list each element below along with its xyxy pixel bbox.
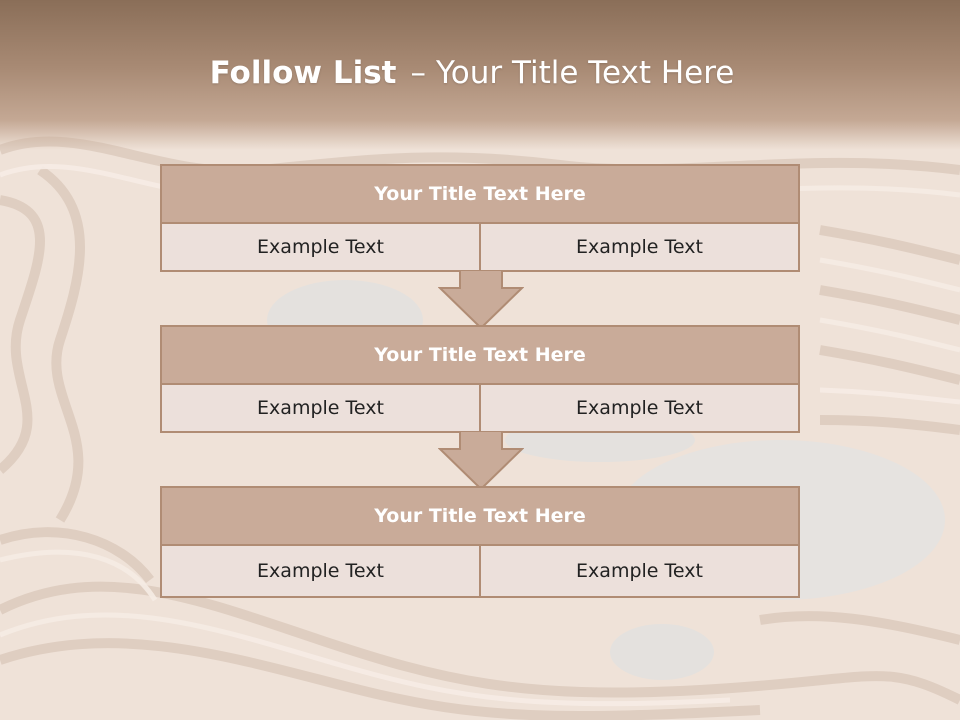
- slide-title: Follow List–Your Title Text Here: [0, 55, 944, 91]
- list-block-3: Your Title Text Here Example Text Exampl…: [160, 486, 800, 598]
- stone-small: [610, 624, 714, 680]
- list-block-2: Your Title Text Here Example Text Exampl…: [160, 325, 800, 433]
- list-block-title[interactable]: Your Title Text Here: [162, 327, 798, 385]
- list-block-right-cell[interactable]: Example Text: [479, 224, 798, 270]
- slide-title-bold: Follow List: [209, 55, 397, 91]
- list-block-right-cell[interactable]: Example Text: [479, 546, 798, 596]
- slide-title-separator: –: [410, 55, 426, 91]
- list-block-title[interactable]: Your Title Text Here: [162, 166, 798, 224]
- list-block-right-cell[interactable]: Example Text: [479, 385, 798, 431]
- down-arrow-icon: [438, 431, 524, 491]
- slide-title-rest: Your Title Text Here: [435, 55, 735, 91]
- down-arrow-icon: [438, 270, 524, 330]
- header-band: [0, 0, 960, 150]
- list-block-title[interactable]: Your Title Text Here: [162, 488, 798, 546]
- list-block-1: Your Title Text Here Example Text Exampl…: [160, 164, 800, 272]
- list-block-left-cell[interactable]: Example Text: [162, 546, 479, 596]
- list-block-left-cell[interactable]: Example Text: [162, 224, 479, 270]
- list-block-left-cell[interactable]: Example Text: [162, 385, 479, 431]
